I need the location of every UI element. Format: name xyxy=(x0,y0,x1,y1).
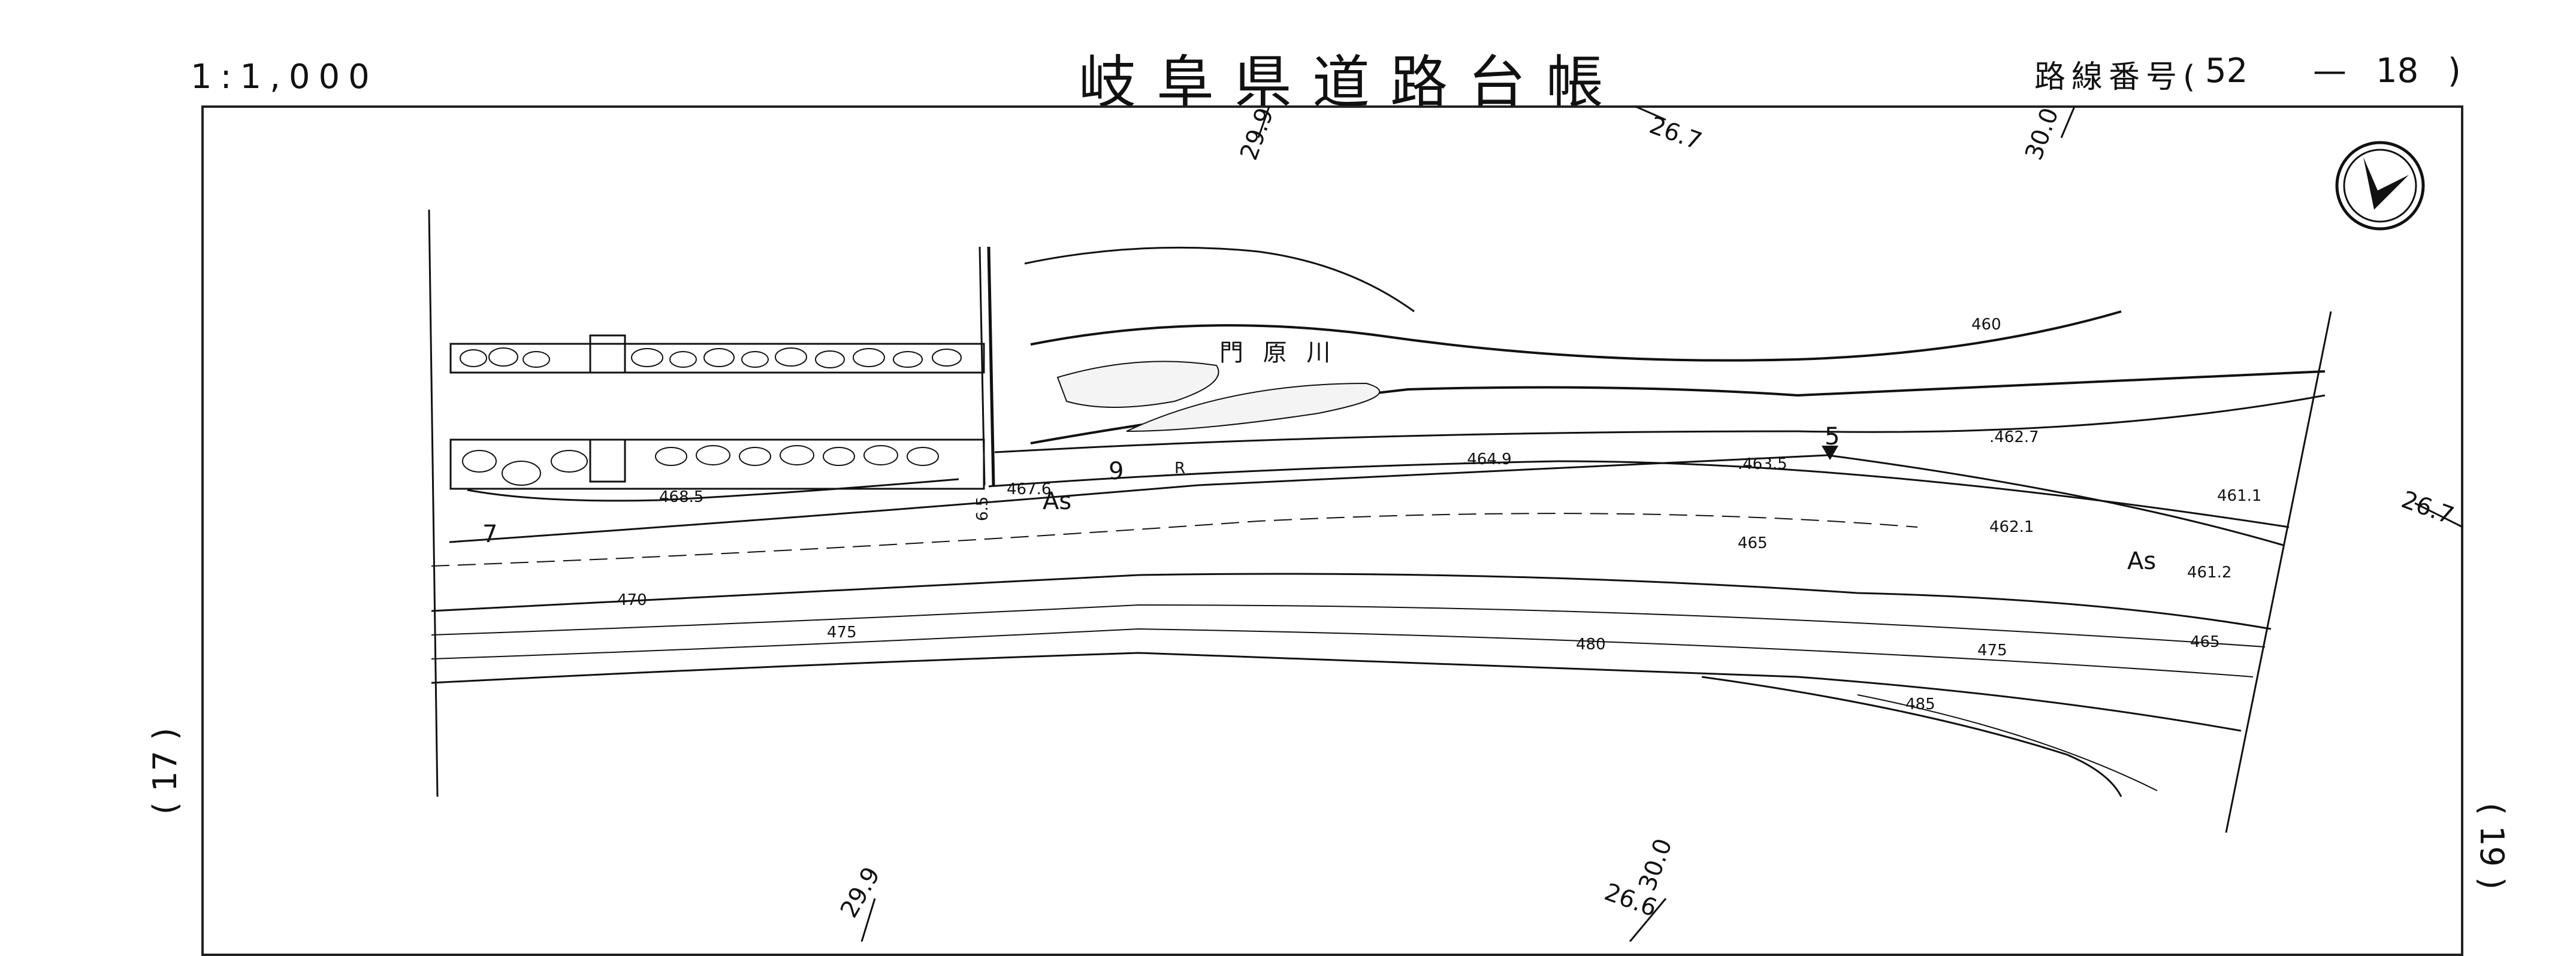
edge-value: 29.9 xyxy=(835,863,886,922)
elevation-label: .464.9 xyxy=(1462,450,1512,468)
road-mark: 9 xyxy=(1109,458,1124,485)
river-bank-north xyxy=(1030,310,2122,362)
road xyxy=(431,394,2326,567)
page-title: 岐阜県道路台帳 xyxy=(1079,49,1624,116)
elevation-label: .462.7 xyxy=(1989,428,2039,446)
contour-label: 465 xyxy=(2190,633,2220,651)
edge-value: 29.9 xyxy=(1235,104,1279,164)
route-number-label: 路線番号( xyxy=(2034,59,2201,95)
north-arrow-icon xyxy=(2335,141,2425,231)
river-name: 門 原 川 xyxy=(1219,339,1336,367)
sand-bar-2 xyxy=(1126,382,1381,432)
contour-label: 470 xyxy=(617,591,647,609)
contour-label: 460 xyxy=(1971,316,2001,334)
map-scale: 1:1,000 xyxy=(191,58,378,96)
elevation-label: 468.5 xyxy=(659,488,703,506)
contours xyxy=(431,573,2272,797)
stone-wall xyxy=(449,246,995,490)
route-number-close: ) xyxy=(2448,52,2461,90)
station-marker-icon xyxy=(1822,446,1838,460)
surface-label: As xyxy=(2127,547,2156,575)
contour-label: 480 xyxy=(1576,636,1606,654)
contour-label: 465 xyxy=(1738,534,1768,552)
width-label: 6.5 xyxy=(974,497,992,521)
edge-value: 30.0 xyxy=(2020,104,2064,164)
route-number-a: 52 xyxy=(2205,52,2248,90)
edge-value: 26.7 xyxy=(2398,486,2457,530)
edge-ticks xyxy=(860,105,2463,942)
contour-label: 485 xyxy=(1905,695,1935,713)
edge-value: 30.0 xyxy=(1633,835,1678,894)
surface-label: As xyxy=(1043,488,1071,515)
elevation-label: 462.1 xyxy=(1989,518,2034,536)
elevation-label: 461.2 xyxy=(2187,564,2231,582)
edge-value: 26.7 xyxy=(1646,111,1705,156)
contour-label: 475 xyxy=(827,624,857,642)
upper-bank xyxy=(1024,246,1415,313)
station-mark: 7 xyxy=(482,521,497,548)
left-guide-line xyxy=(428,209,439,797)
contour-label: 475 xyxy=(1977,642,2007,659)
elevation-label: 461.1 xyxy=(2217,487,2261,505)
elevation-label: 467.6 xyxy=(1007,480,1051,498)
route-number-dash: — xyxy=(2313,52,2347,90)
sand-bar xyxy=(1056,361,1219,408)
right-guide-line xyxy=(2225,311,2332,833)
road-mark: R xyxy=(1174,459,1185,477)
elevation-label: .463.5 xyxy=(1738,455,1787,473)
route-number-b: 18 xyxy=(2376,52,2419,90)
